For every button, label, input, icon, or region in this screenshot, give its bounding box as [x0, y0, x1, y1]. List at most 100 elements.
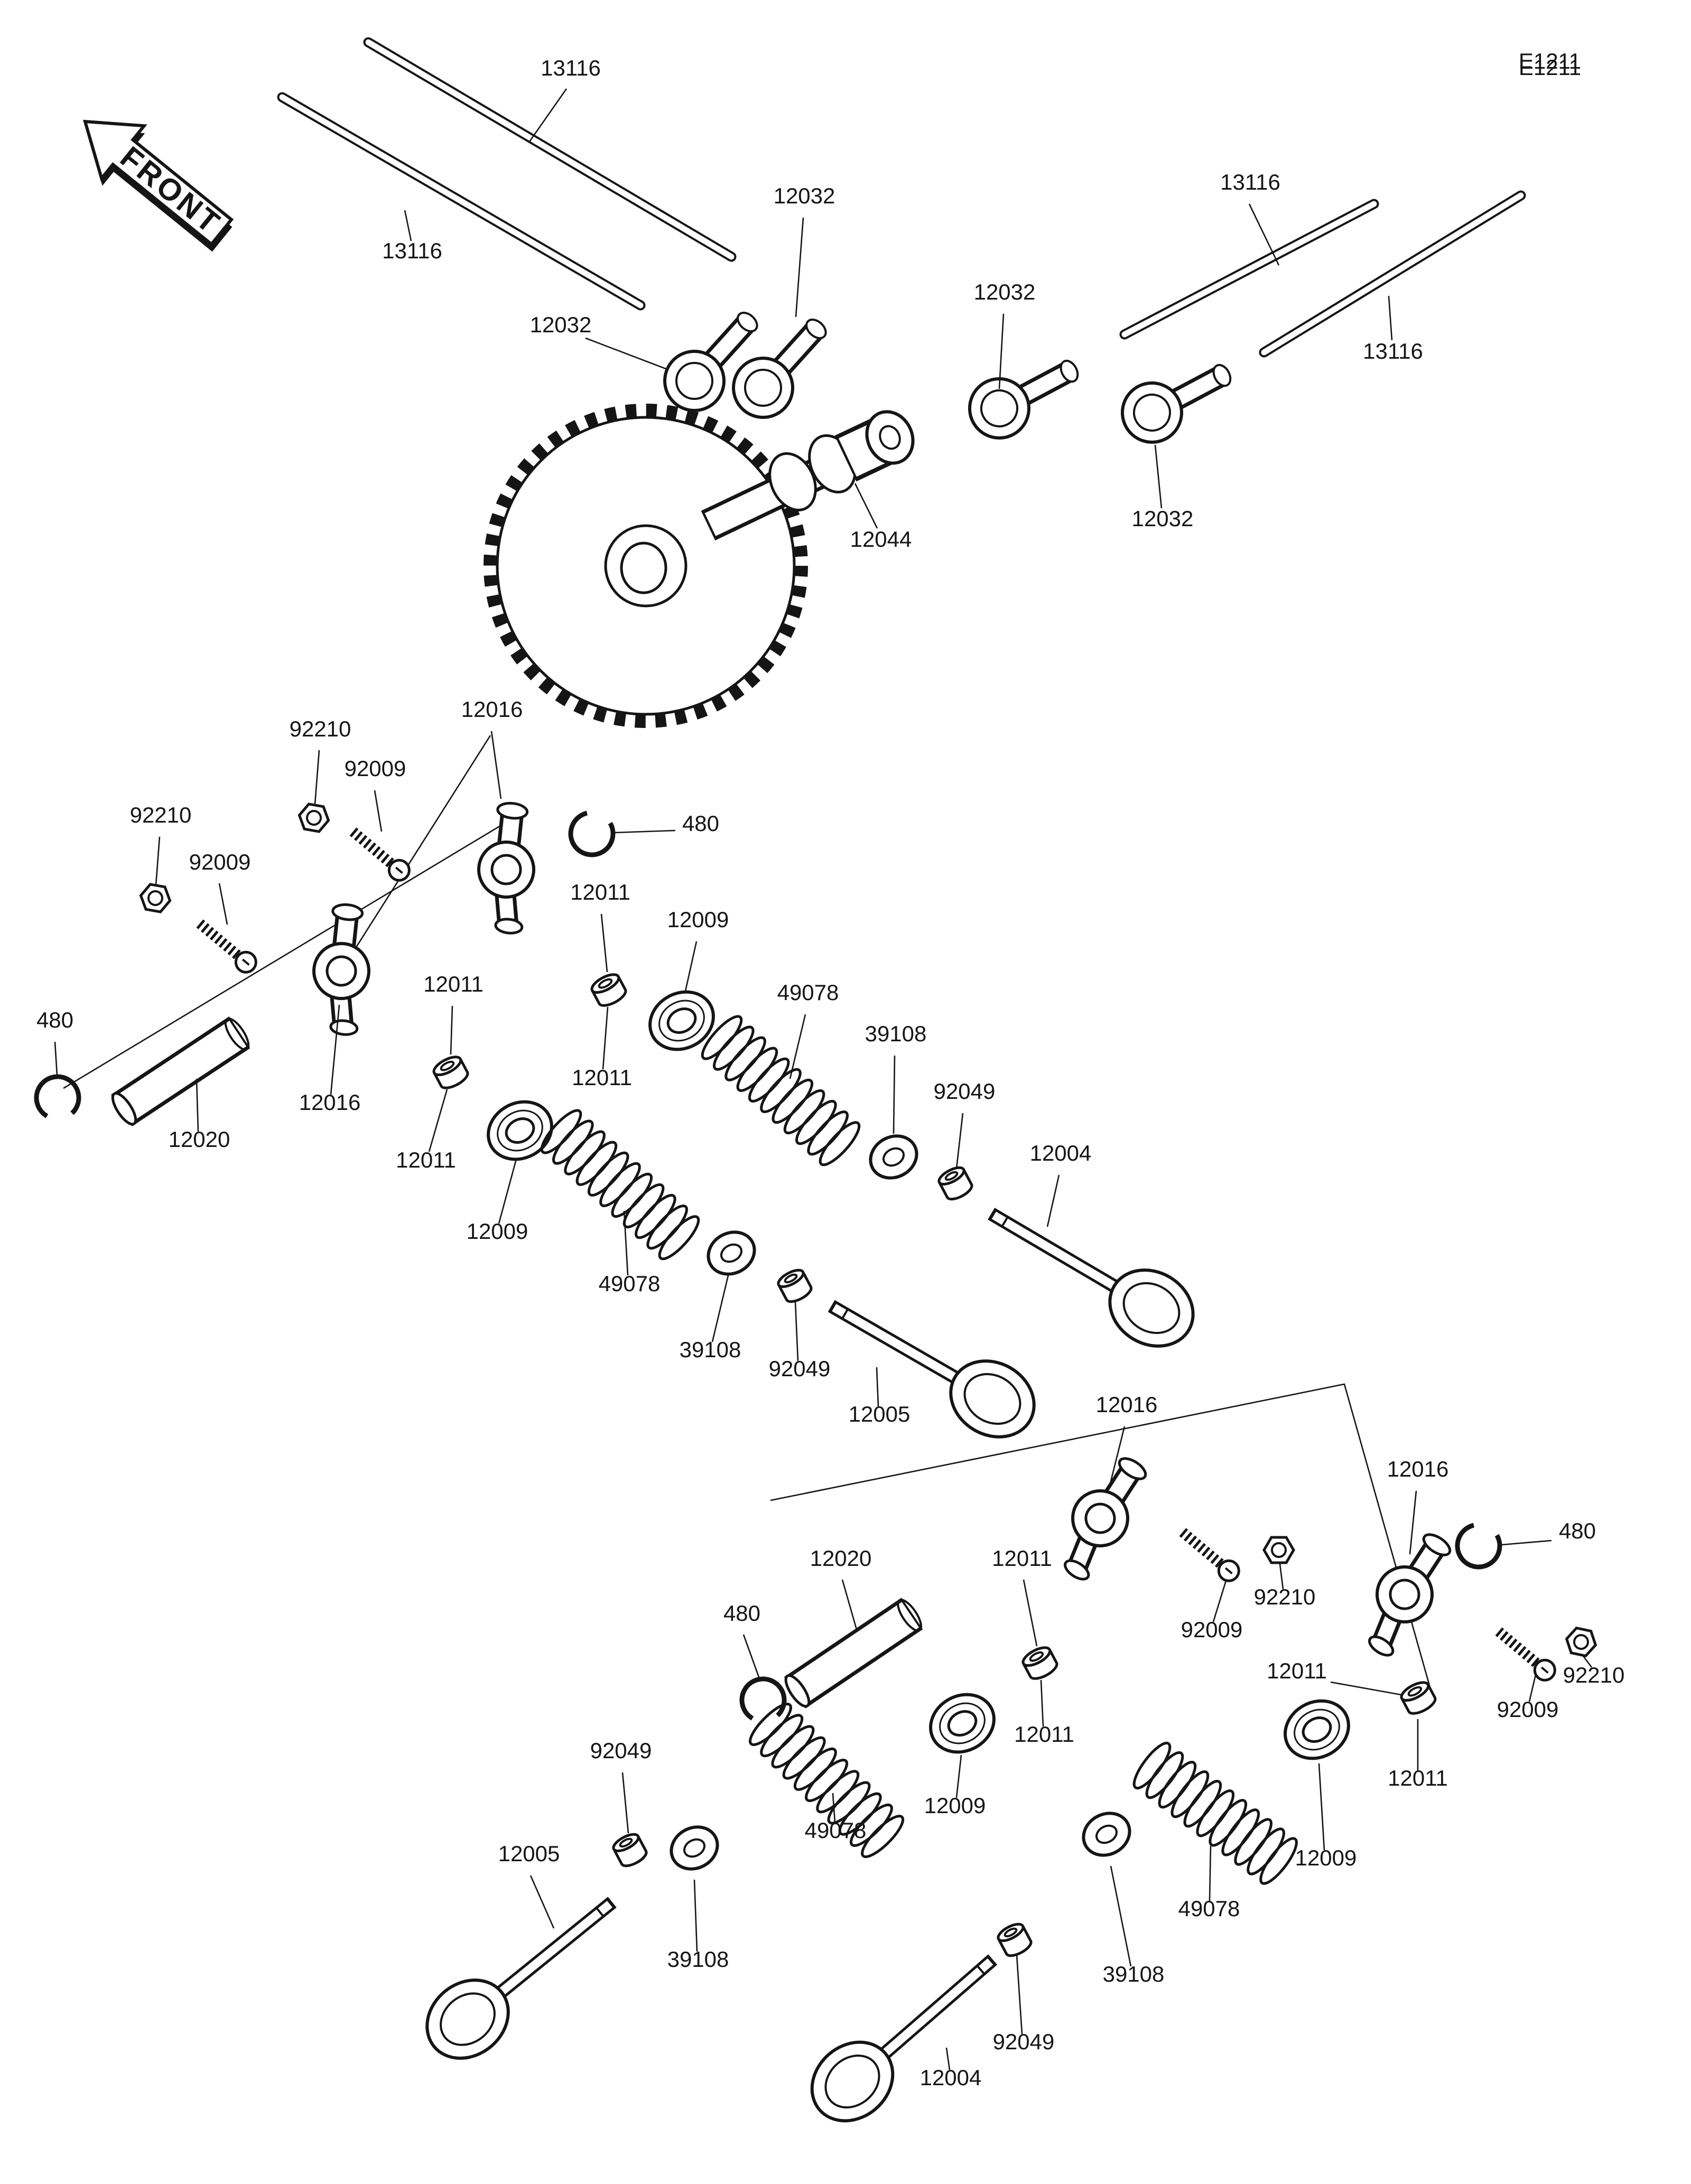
part-label-12009: 12009: [1295, 1845, 1357, 1870]
part-label-39108: 39108: [667, 1947, 729, 1972]
leader-line: [841, 1579, 858, 1632]
part-label-92009: 92009: [1181, 1617, 1243, 1642]
part-label-13116: 13116: [382, 238, 442, 263]
leader-line: [1528, 1674, 1537, 1702]
part-label-480: 480: [1559, 1518, 1596, 1543]
adjusting-screw-92009: [347, 824, 413, 884]
leader-line: [955, 1754, 962, 1798]
part-label-12016: 12016: [1096, 1392, 1158, 1417]
valve-stem-seal-92049: [611, 1831, 648, 1869]
leader-line: [832, 1793, 836, 1823]
circlip-480: [563, 805, 620, 862]
camshaft-gear-12044: [484, 404, 808, 728]
part-label-49078: 49078: [777, 980, 839, 1005]
leader-line: [794, 1301, 799, 1361]
valve-stem-seal-92049: [776, 1267, 813, 1305]
part-label-12005: 12005: [849, 1402, 910, 1426]
bushing-12011: [1020, 1644, 1060, 1682]
valve-tappet-12032: [1112, 346, 1242, 453]
rocker-shaft-12020: [782, 1597, 925, 1710]
locknut-92210: [1264, 1537, 1294, 1563]
leader-line: [742, 1634, 761, 1681]
leader-line: [684, 941, 698, 992]
rocker-arm-12016: [1348, 1524, 1464, 1662]
spring-seat-39108: [1076, 1805, 1137, 1863]
leader-line: [789, 1014, 806, 1079]
leader-line: [795, 217, 804, 318]
leader-line: [490, 731, 502, 799]
leader-line: [1016, 1954, 1023, 2034]
spring-retainer-12009: [640, 981, 723, 1060]
valve-tappet-12032: [959, 342, 1090, 449]
part-label-12011: 12011: [572, 1065, 632, 1090]
adjusting-screw-92009: [193, 916, 260, 976]
leader-line: [498, 1159, 517, 1224]
leader-line: [1110, 1865, 1132, 1967]
leader-line: [1023, 1579, 1038, 1647]
front-label: FRONT: [114, 140, 228, 241]
leader-line: [600, 913, 608, 973]
part-label-92210: 92210: [130, 802, 192, 827]
part-label-12009: 12009: [467, 1219, 528, 1244]
part-label-92009: 92009: [1497, 1697, 1559, 1722]
leader-line: [693, 1879, 698, 1952]
part-label-92009: 92009: [345, 756, 406, 781]
valve-spring-49078: [536, 1106, 703, 1264]
part-label-49078: 49078: [1178, 1896, 1240, 1921]
leader-line: [711, 1273, 730, 1342]
bushing-12011: [589, 971, 628, 1009]
leader-line: [529, 1875, 555, 1929]
leader-line: [155, 836, 161, 886]
push-rod-13116: [1259, 190, 1526, 358]
spring-retainer-12009: [478, 1091, 562, 1170]
part-label-12020: 12020: [169, 1127, 230, 1152]
leader-line: [1209, 1845, 1212, 1901]
leader-line: [1212, 1580, 1227, 1622]
part-label-12016: 12016: [299, 1090, 361, 1115]
part-label-92210: 92210: [1563, 1663, 1625, 1687]
part-labels: 1311612032131161203212032131161311612032…: [36, 49, 1624, 2090]
spring-seat-39108: [664, 1819, 724, 1877]
leader-line: [623, 1210, 629, 1276]
leader-line: [428, 1089, 448, 1152]
bushing-12011: [431, 1053, 470, 1091]
part-label-12044: 12044: [850, 527, 912, 552]
part-label-92210: 92210: [290, 716, 351, 741]
leader-line: [615, 829, 676, 834]
leader-line: [854, 483, 878, 529]
valve-spring-49078: [1129, 1739, 1302, 1888]
push-rod-13116: [363, 37, 737, 262]
part-label-92210: 92210: [1254, 1584, 1316, 1609]
leader-line: [1109, 1426, 1126, 1486]
push-rods: [277, 37, 1526, 358]
adjusting-screw-92009: [1176, 1524, 1243, 1585]
part-label-12016: 12016: [1387, 1457, 1449, 1481]
leader-line: [1040, 1679, 1044, 1727]
valve-stem-seal-92049: [996, 1921, 1033, 1959]
leader-line: [1248, 203, 1280, 266]
part-label-49078: 49078: [599, 1271, 661, 1296]
part-label-13116: 13116: [1363, 339, 1423, 363]
camshaft-12044: [701, 410, 915, 540]
locknut-92210: [1564, 1627, 1599, 1658]
rocker-arm-12016: [1043, 1448, 1160, 1586]
part-label-39108: 39108: [1103, 1962, 1165, 1986]
part-label-12011: 12011: [1267, 1658, 1327, 1683]
part-label-92049: 92049: [590, 1738, 652, 1763]
spring-seat-39108: [701, 1224, 761, 1282]
valve-spring-49078: [697, 1012, 864, 1170]
leader-line: [955, 1113, 964, 1169]
rocker-shaft-12020: [108, 1015, 253, 1127]
part-label-92009: 92009: [189, 850, 251, 874]
leader-lines: [54, 88, 1593, 2070]
part-label-92049: 92049: [993, 2029, 1055, 2054]
leader-line: [1279, 1563, 1284, 1590]
leader-line: [314, 750, 320, 805]
part-label-12032: 12032: [974, 279, 1036, 304]
valve-stem-seal-92049: [936, 1164, 974, 1202]
leader-line: [528, 88, 568, 142]
part-label-12032: 12032: [774, 183, 835, 208]
part-label-12011: 12011: [423, 972, 484, 996]
part-label-E1211: E1211: [1519, 49, 1581, 73]
